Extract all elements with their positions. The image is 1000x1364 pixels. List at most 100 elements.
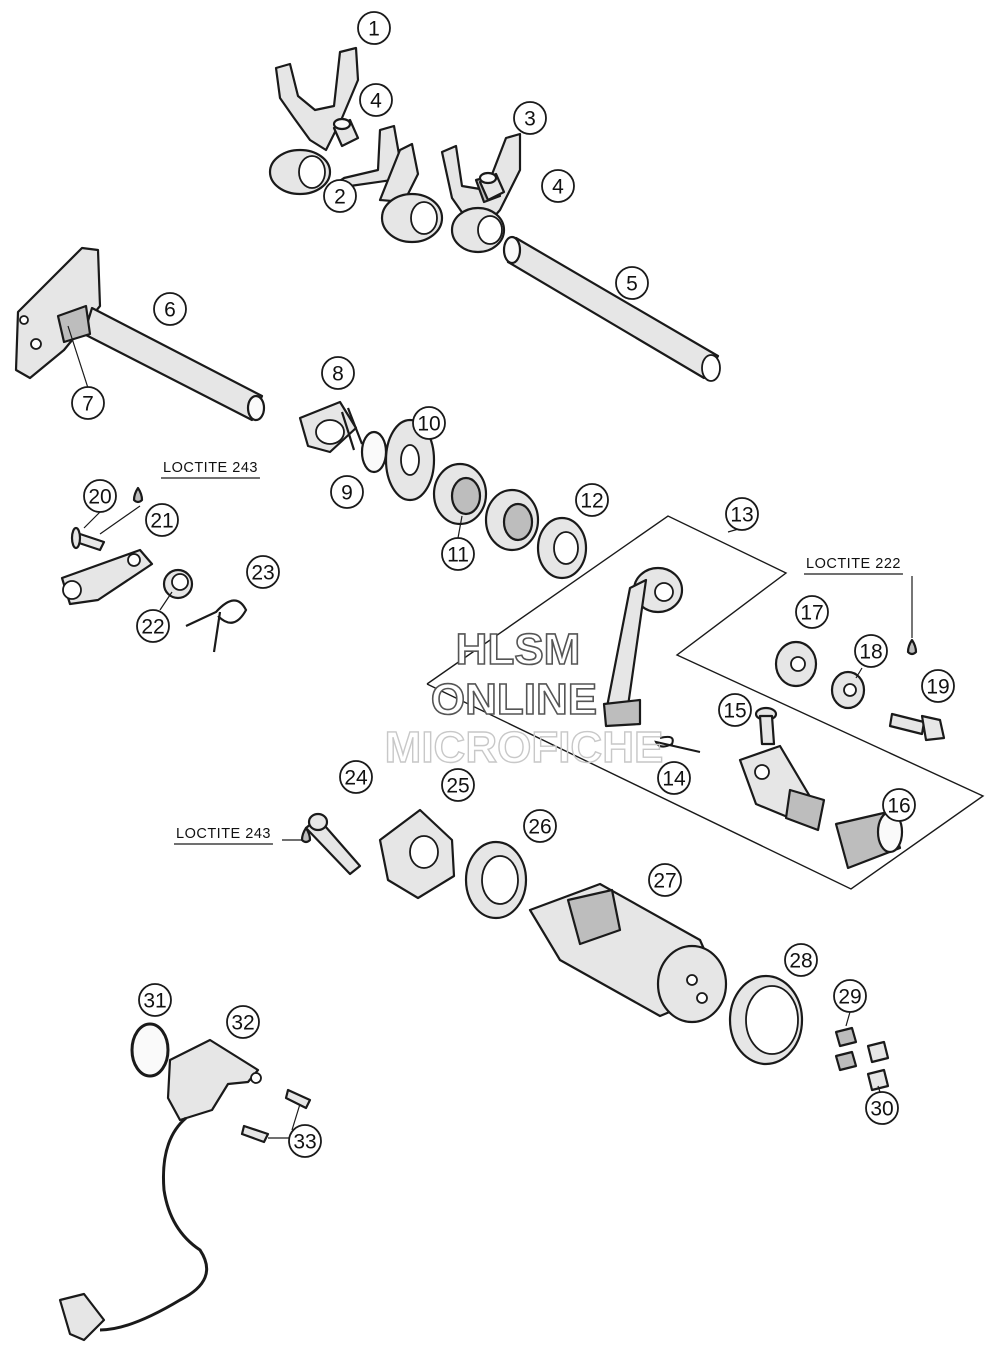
callout-30: 30	[865, 1091, 899, 1125]
callout-9: 9	[330, 475, 364, 509]
callout-33: 33	[288, 1124, 322, 1158]
callout-circle	[513, 101, 547, 135]
leader-30	[877, 1085, 881, 1093]
seal-12	[536, 516, 588, 580]
leader-7	[67, 325, 89, 389]
callout-circle	[795, 595, 829, 629]
callout-circle	[882, 788, 916, 822]
watermark-line-2: ONLINE	[431, 675, 597, 724]
callout-number: 11	[447, 544, 469, 567]
callout-number: 15	[723, 700, 746, 723]
callout-28: 28	[784, 943, 818, 977]
callout-circle	[921, 669, 955, 703]
callout-number: 10	[417, 413, 440, 436]
callout-circle	[412, 406, 446, 440]
callout-16: 16	[882, 788, 916, 822]
callout-number: 23	[251, 562, 274, 585]
bolt-24	[304, 812, 362, 876]
callout-number: 12	[580, 490, 603, 513]
callout-number: 13	[730, 504, 753, 527]
loctite-drop-3	[300, 826, 312, 844]
loctite-drop-1	[132, 486, 144, 504]
callout-29: 29	[833, 979, 867, 1013]
watermark-line-1: HLSM	[456, 625, 581, 674]
lock-washer-18	[830, 670, 866, 710]
callout-number: 31	[143, 990, 166, 1013]
gear-position-sensor-32	[58, 1038, 262, 1342]
callout-13: 13	[725, 497, 759, 531]
callout-number: 25	[446, 775, 469, 798]
callout-32: 32	[226, 1005, 260, 1039]
callout-number: 30	[870, 1098, 893, 1121]
callout-number: 27	[653, 870, 676, 893]
shift-fork-2	[336, 124, 444, 244]
leader-29	[845, 1011, 851, 1027]
callout-23: 23	[246, 555, 280, 589]
loctite-label: LOCTITE 222	[806, 556, 901, 572]
loctite-label: LOCTITE 243	[176, 826, 271, 842]
callout-circle	[718, 693, 752, 727]
bolt-19	[888, 712, 946, 742]
callout-number: 5	[626, 273, 638, 296]
callout-number: 3	[524, 108, 536, 131]
callout-25: 25	[441, 768, 475, 802]
pin-30b	[866, 1068, 890, 1092]
callout-circle	[523, 809, 557, 843]
callout-circle	[226, 1005, 260, 1039]
callout-number: 24	[344, 767, 368, 790]
callout-circle	[83, 479, 117, 513]
callout-number: 28	[789, 950, 812, 973]
leader-33a	[291, 1103, 301, 1131]
spring-29b	[834, 1050, 858, 1072]
spring-16	[834, 810, 904, 870]
callout-7: 7	[71, 386, 105, 420]
callout-circle	[321, 356, 355, 390]
callout-number: 6	[164, 299, 176, 322]
callout-circle	[330, 475, 364, 509]
leader-loctite-1	[99, 505, 141, 535]
washer-10	[384, 418, 436, 502]
bushing-22	[162, 568, 194, 600]
callout-circle	[153, 292, 187, 326]
loctite-label: LOCTITE 243	[163, 460, 258, 476]
callout-18: 18	[854, 634, 888, 668]
callout-circle	[657, 761, 691, 795]
spring-clip-9	[340, 407, 388, 474]
shift-pawl-arm	[602, 566, 684, 728]
pin-4a	[332, 117, 360, 148]
shift-rail-5	[502, 235, 721, 382]
bearing-28	[728, 974, 804, 1066]
callout-12: 12	[575, 483, 609, 517]
callout-number: 14	[662, 768, 686, 791]
callout-number: 2	[334, 186, 346, 209]
pin-15	[754, 706, 778, 746]
callout-19: 19	[921, 669, 955, 703]
bolt-20	[70, 526, 106, 552]
callout-circle	[648, 863, 682, 897]
detent-housing	[738, 744, 826, 832]
spring-23	[185, 599, 248, 653]
callout-10: 10	[412, 406, 446, 440]
callout-circle	[575, 483, 609, 517]
callout-26: 26	[523, 809, 557, 843]
callout-11: 11	[441, 537, 475, 571]
bearing-26	[464, 840, 528, 920]
callout-number: 16	[887, 795, 910, 818]
callout-circle	[323, 179, 357, 213]
callout-number: 17	[800, 602, 823, 625]
shift-drum-27	[528, 882, 728, 1024]
pin-4b	[478, 171, 506, 202]
callout-circle	[833, 979, 867, 1013]
callout-20: 20	[83, 479, 117, 513]
callout-circle	[441, 768, 475, 802]
screw-33a	[284, 1088, 312, 1110]
callout-number: 1	[368, 18, 380, 41]
callout-circle	[541, 169, 575, 203]
callout-27: 27	[648, 863, 682, 897]
watermark: HLSM ONLINE MICROFICHE	[384, 624, 664, 773]
callout-number: 18	[859, 641, 882, 664]
leader-22	[159, 591, 173, 611]
